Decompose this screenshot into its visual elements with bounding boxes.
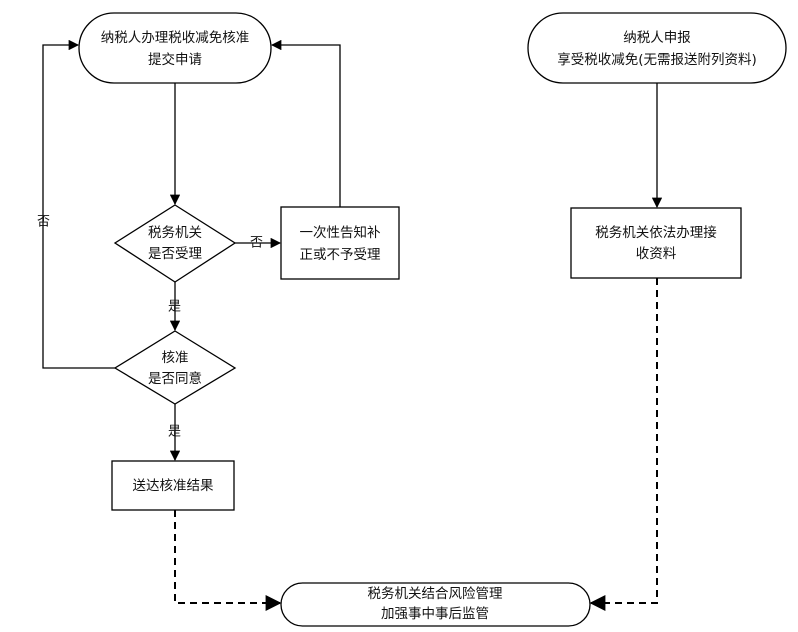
collect-line2: 收资料 xyxy=(636,246,677,262)
edge-deliver-to-supervise xyxy=(174,510,282,611)
approve-decision: 核准 是否同意 xyxy=(113,330,237,405)
supervise-line1: 税务机关结合风险管理 xyxy=(368,586,503,602)
approve-line1: 核准 xyxy=(162,350,189,366)
accept-decision: 税务机关 是否受理 xyxy=(113,204,237,283)
edge-notify-to-apply xyxy=(270,39,341,207)
collect-line1: 税务机关依法办理接 xyxy=(595,224,717,241)
edge-label-approve-yes: 是 xyxy=(168,425,181,440)
deliver-process: 送达核准结果 xyxy=(111,460,235,511)
declare-terminal: 纳税人申报 享受税收减免(无需报送附列资料) xyxy=(527,12,787,84)
declare-line1: 纳税人申报 xyxy=(623,30,691,46)
notify-line2: 正或不予受理 xyxy=(300,247,381,263)
edge-collect-to-supervise xyxy=(589,278,658,611)
supervise-line2: 加强事中事后监管 xyxy=(381,606,489,622)
approve-line2: 是否同意 xyxy=(148,370,202,387)
accept-line2: 是否受理 xyxy=(148,246,202,262)
supervise-terminal: 税务机关结合风险管理 加强事中事后监管 xyxy=(280,582,591,627)
notify-process: 一次性告知补 正或不予受理 xyxy=(280,206,400,280)
edge-label-accept-yes: 是 xyxy=(168,300,181,315)
deliver-line1: 送达核准结果 xyxy=(133,478,214,494)
apply-line2: 提交申请 xyxy=(148,51,202,68)
notify-line1: 一次性告知补 xyxy=(300,224,381,241)
collect-process: 税务机关依法办理接 收资料 xyxy=(570,207,742,279)
accept-line1: 税务机关 xyxy=(148,225,202,241)
declare-line2: 享受税收减免(无需报送附列资料) xyxy=(557,51,757,68)
edge-label-accept-no: 否 xyxy=(250,236,263,251)
apply-line1: 纳税人办理税收减免核准 xyxy=(101,30,250,46)
edge-approve-no-to-apply xyxy=(42,39,115,369)
apply-terminal: 纳税人办理税收减免核准 提交申请 xyxy=(78,12,272,84)
edge-label-approve-no: 否 xyxy=(37,215,50,230)
